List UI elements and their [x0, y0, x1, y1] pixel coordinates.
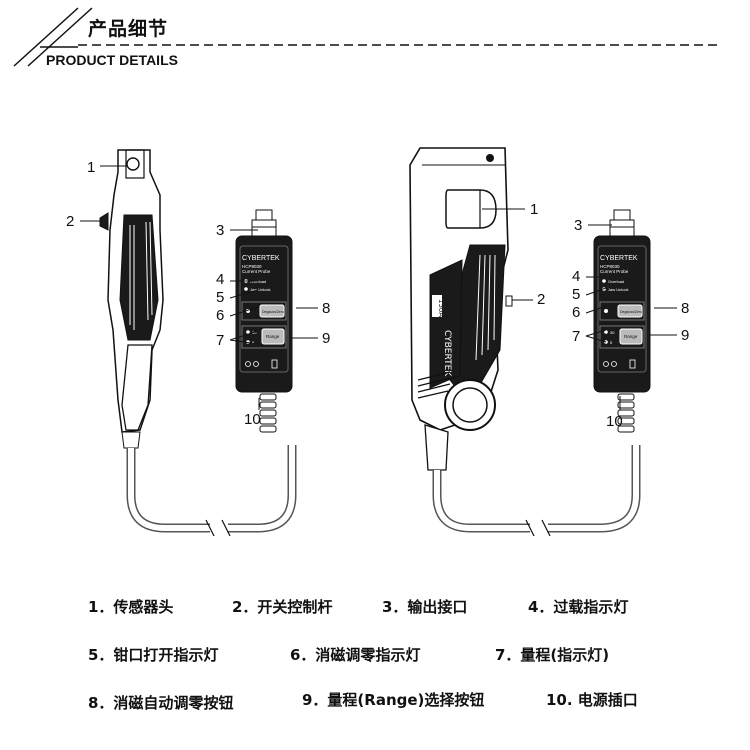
- output-connector: [255, 209, 273, 221]
- callouts-left: 1 2 3 4 5 6 7 8 9 10: [66, 159, 330, 428]
- box-subtitle-label: Current Probe: [600, 269, 629, 274]
- cable-break-right: [525, 519, 551, 537]
- left-probe-head: [99, 149, 164, 449]
- range-low-label: 5: [610, 340, 613, 345]
- ce-mark-icon: [603, 361, 609, 367]
- callout-9-right: 9: [681, 327, 689, 344]
- degauss-zero-button-label: Degauss/Zero: [262, 310, 284, 314]
- header-title-cn: 产品细节: [88, 18, 169, 40]
- callout-4-right: 4: [572, 268, 580, 285]
- range-led-high-icon: [246, 330, 250, 334]
- strain-relief-segment: [259, 401, 277, 409]
- clamp-rating-label: 150A: [437, 299, 445, 317]
- right-cable: [432, 470, 530, 533]
- jaw-led-label: Jaw Unlock: [250, 287, 270, 292]
- overload-led-label: Overload: [250, 279, 266, 284]
- header-slash-2: [27, 7, 93, 67]
- right-switch-lever-icon: [505, 295, 513, 307]
- callout-9-left: 9: [322, 330, 330, 347]
- overload-led-icon: [602, 279, 606, 283]
- jaw-led-label: Jaw Unlock: [608, 287, 628, 292]
- callout-10-left: 10: [244, 411, 261, 428]
- right-probe-grip: [475, 254, 496, 361]
- callouts-right: 1 2 3 4 5 6 7 8 9 10: [482, 201, 689, 430]
- ce-mark-icon-2: [611, 361, 617, 367]
- box-model-label: HCP8030: [600, 264, 620, 269]
- callout-3-right: 3: [574, 217, 582, 234]
- strain-relief-segment: [617, 425, 635, 433]
- degauss-zero-button: [617, 304, 643, 318]
- callout-7-left: 7: [216, 332, 224, 349]
- header-title-en: PRODUCT DETAILS: [46, 52, 178, 68]
- callout-8-right: 8: [681, 300, 689, 317]
- callout-3-left: 3: [216, 222, 224, 239]
- callout-5-right: 5: [572, 286, 580, 303]
- output-connector-collar: [251, 219, 277, 237]
- callout-10-right: 10: [606, 413, 623, 430]
- left-cable: [126, 448, 210, 533]
- box-brand-label: CYBERTEK: [600, 255, 638, 262]
- strain-relief-segment: [259, 417, 277, 425]
- lower-ribs: [417, 371, 451, 399]
- callout-1-right: 1: [530, 201, 538, 218]
- range-low-label: 5: [252, 340, 255, 345]
- bin-mark-icon: [629, 359, 636, 369]
- strain-relief-segment: [259, 409, 277, 417]
- jaw-opening: [445, 189, 497, 229]
- strain-relief-segment: [617, 401, 635, 409]
- output-connector: [613, 209, 631, 221]
- callout-6-right: 6: [572, 304, 580, 321]
- strain-relief-segment: [259, 425, 277, 433]
- switch-lever-icon: [99, 212, 109, 231]
- ce-mark-icon: [245, 361, 251, 367]
- sensor-head-hole-icon: [126, 157, 140, 171]
- box-subtitle-label: Current Probe: [242, 269, 271, 274]
- output-connector-collar: [609, 219, 635, 237]
- strain-relief-segment: [617, 409, 635, 417]
- callout-6-left: 6: [216, 307, 224, 324]
- range-button-label: Range: [266, 334, 280, 339]
- range-button: [261, 328, 285, 345]
- clamp-rating-badge: [432, 295, 442, 317]
- range-led-high-icon: [604, 330, 608, 334]
- callout-4-left: 4: [216, 271, 224, 288]
- degauss-led-icon: [604, 309, 608, 313]
- box-brand-label: CYBERTEK: [242, 255, 280, 262]
- strain-relief-segment: [617, 393, 635, 401]
- callout-1-left: 1: [87, 159, 95, 176]
- cable-break-left: [205, 519, 231, 537]
- jaw-led-icon: [244, 287, 248, 291]
- callout-8-left: 8: [322, 300, 330, 317]
- header-slash-1: [13, 7, 79, 67]
- left-probe-grip: [129, 221, 153, 330]
- strain-relief-segment: [617, 417, 635, 425]
- clamp-brand-label: CYBERTEK: [442, 330, 452, 377]
- box-model-label: HCP8030: [242, 264, 262, 269]
- callout-7-right: 7: [572, 328, 580, 345]
- degauss-zero-button-label: Degauss/Zero: [620, 310, 642, 314]
- degauss-zero-button: [259, 304, 285, 318]
- range-button-label: Range: [624, 334, 638, 339]
- range-high-label: 30: [610, 330, 615, 335]
- callout-2-right: 2: [537, 291, 545, 308]
- ce-mark-icon-2: [253, 361, 259, 367]
- overload-led-label: Overload: [608, 279, 624, 284]
- right-probe-head: CYBERTEK 150A: [409, 147, 513, 471]
- callout-2-left: 2: [66, 213, 74, 230]
- range-button: [619, 328, 643, 345]
- bin-mark-icon: [271, 359, 278, 369]
- screw-icon: [486, 154, 494, 162]
- strain-relief-segment: [259, 393, 277, 401]
- callout-5-left: 5: [216, 289, 224, 306]
